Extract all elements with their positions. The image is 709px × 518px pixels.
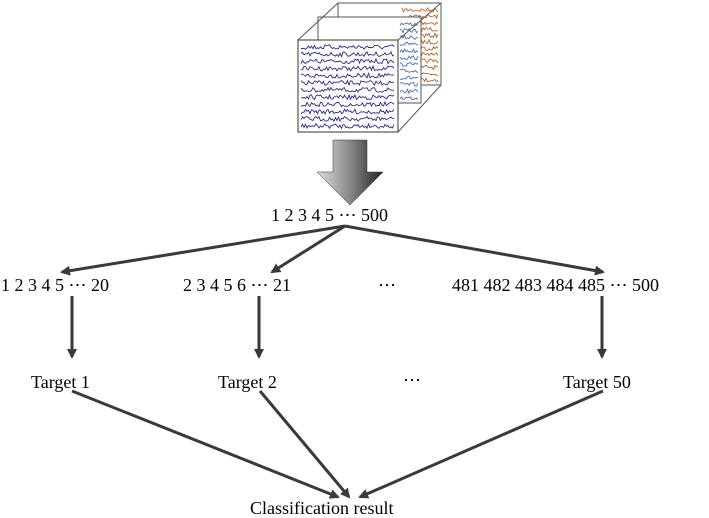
signal-trace (300, 50, 395, 58)
signal-trace (399, 34, 419, 40)
signal-trace (399, 82, 419, 87)
window-50-label: 481 482 483 484 485 ⋯ 500 (452, 275, 659, 295)
window-1-label: 1 2 3 4 5 ⋯ 20 (1, 275, 109, 295)
target-50-label: Target 50 (563, 372, 631, 392)
signal-trace (399, 61, 419, 67)
signal-trace (399, 48, 419, 54)
window-2-label: 2 3 4 5 6 ⋯ 21 (183, 275, 291, 295)
signal-trace (399, 96, 419, 100)
arrow-to-window-1 (60, 224, 346, 276)
signal-trace (399, 88, 419, 95)
classification-result-label: Classification result (250, 498, 394, 518)
signal-trace (401, 7, 439, 13)
signal-trace (399, 55, 419, 60)
signal-trace (399, 28, 419, 34)
arrow-target50-to-result (358, 389, 604, 499)
target-ellipsis-label: ⋯ (403, 370, 421, 390)
top-sequence-label: 1 2 3 4 5 ⋯ 500 (271, 205, 388, 225)
signal-trace (300, 115, 395, 123)
window-ellipsis-label: ⋯ (378, 275, 396, 295)
signal-trace (300, 86, 394, 94)
signal-trace (301, 44, 395, 50)
signal-trace (300, 93, 395, 101)
signal-trace (300, 71, 395, 79)
arrow-target1-to-result (71, 389, 340, 499)
signal-trace (399, 68, 419, 74)
gradient-down-arrow-icon (316, 139, 384, 206)
signal-trace (300, 108, 395, 116)
target-1-label: Target 1 (31, 372, 90, 392)
signal-trace (300, 57, 395, 65)
arrow-target2-to-result (258, 390, 351, 499)
target-2-label: Target 2 (218, 372, 277, 392)
signal-trace (399, 75, 419, 81)
eeg-signal-stack-icon (297, 2, 442, 133)
arrow-to-window-2 (270, 224, 346, 274)
signal-trace (300, 64, 395, 72)
signal-trace (300, 122, 395, 130)
arrow-to-window-50 (344, 224, 605, 276)
signal-trace (300, 79, 395, 87)
signal-trace (300, 100, 395, 108)
signal-trace (399, 41, 418, 46)
signal-trace (399, 22, 419, 27)
